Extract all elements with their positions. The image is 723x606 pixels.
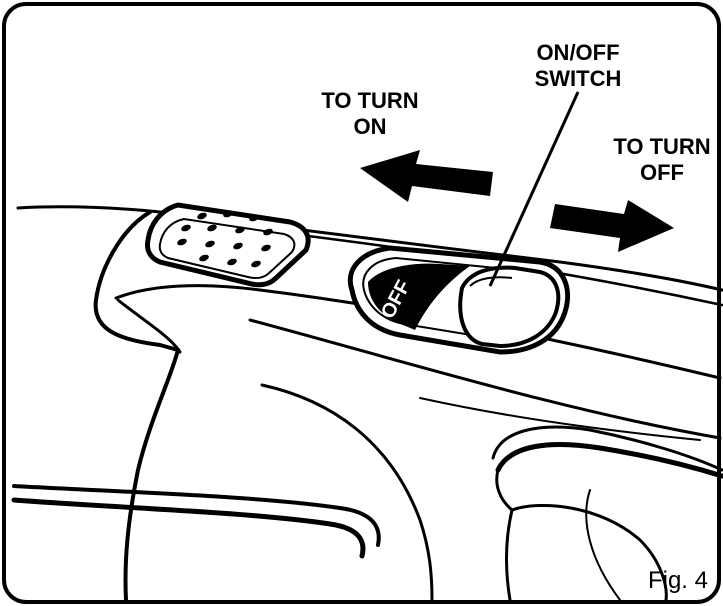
arrow-left-icon (360, 150, 493, 202)
turn-on-label-line2: ON (354, 114, 387, 139)
turn-off-label-line1: TO TURN (613, 134, 710, 159)
arrow-right-icon (550, 200, 674, 252)
device-body (11, 205, 723, 602)
textured-button (145, 202, 311, 288)
switch-label-line1: ON/OFF (536, 40, 619, 65)
turn-off-label-line2: OFF (640, 160, 684, 185)
switch-housing: OFF (347, 245, 571, 355)
figure-caption: Fig. 4 (648, 567, 708, 594)
switch-label-line2: SWITCH (535, 66, 622, 91)
switch-leader-line (488, 91, 580, 287)
off-marking-band (368, 263, 470, 330)
turn-on-label-line1: TO TURN (321, 88, 418, 113)
switch-slider[interactable] (458, 265, 561, 349)
button-texture-dots (177, 210, 273, 268)
